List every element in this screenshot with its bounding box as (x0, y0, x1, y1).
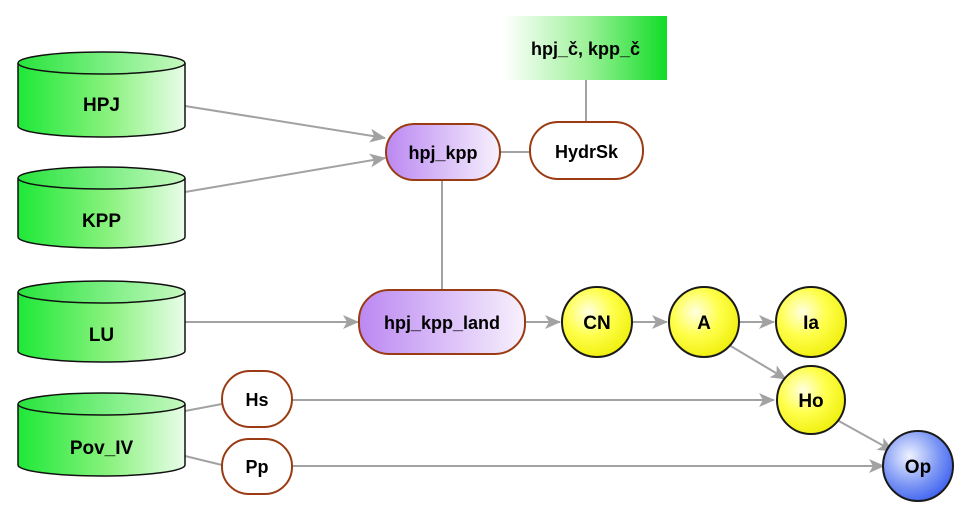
node-hs-label: Hs (245, 390, 268, 410)
edge-hpj-to-hpj-kpp (184, 105, 386, 143)
circle-op[interactable]: Op (882, 430, 954, 502)
circle-ia-label: Ia (803, 313, 819, 334)
node-hs[interactable]: Hs (221, 370, 293, 428)
node-pp[interactable]: Pp (221, 438, 293, 495)
edge-pov-iv-to-pp (184, 455, 223, 466)
circle-ia[interactable]: Ia (775, 286, 847, 358)
database-lu[interactable]: LU (17, 280, 186, 363)
edges (184, 80, 894, 473)
process-hpj-kpp-land-label: hpj_kpp_land (384, 313, 500, 333)
circle-a-label: A (697, 313, 711, 334)
process-hpj-kpp[interactable]: hpj_kpp (385, 123, 501, 181)
database-hpj-label: HPJ (83, 95, 120, 116)
edge-ho-to-op (836, 419, 894, 452)
circle-cn-label: CN (583, 313, 610, 334)
node-pp-label: Pp (245, 457, 268, 477)
circle-ho-label: Ho (798, 391, 823, 412)
process-hpj-kpp-land[interactable]: hpj_kpp_land (358, 289, 526, 355)
database-kpp[interactable]: KPP (17, 166, 186, 249)
database-hpj[interactable]: HPJ (17, 51, 186, 138)
circle-a[interactable]: A (668, 286, 740, 358)
edge-a-to-ho (728, 344, 787, 380)
circle-cn[interactable]: CN (561, 286, 633, 358)
database-lu-label: LU (89, 325, 114, 346)
database-pov-iv[interactable]: Pov_IV (17, 392, 186, 477)
circle-op-label: Op (905, 457, 931, 478)
node-hydrsk-label: HydrSk (555, 142, 619, 162)
circle-ho[interactable]: Ho (776, 365, 846, 435)
edge-pov-iv-to-hs (184, 403, 223, 412)
database-kpp-label: KPP (82, 211, 121, 232)
process-hpj-kpp-label: hpj_kpp (408, 143, 477, 163)
edge-kpp-to-hpj-kpp (184, 153, 386, 193)
database-pov-iv-label: Pov_IV (70, 438, 134, 459)
node-hydrsk[interactable]: HydrSk (529, 121, 644, 180)
table-label: hpj_č, kpp_č (531, 39, 640, 59)
table-hpj-c-kpp-c[interactable]: hpj_č, kpp_č (504, 16, 667, 80)
